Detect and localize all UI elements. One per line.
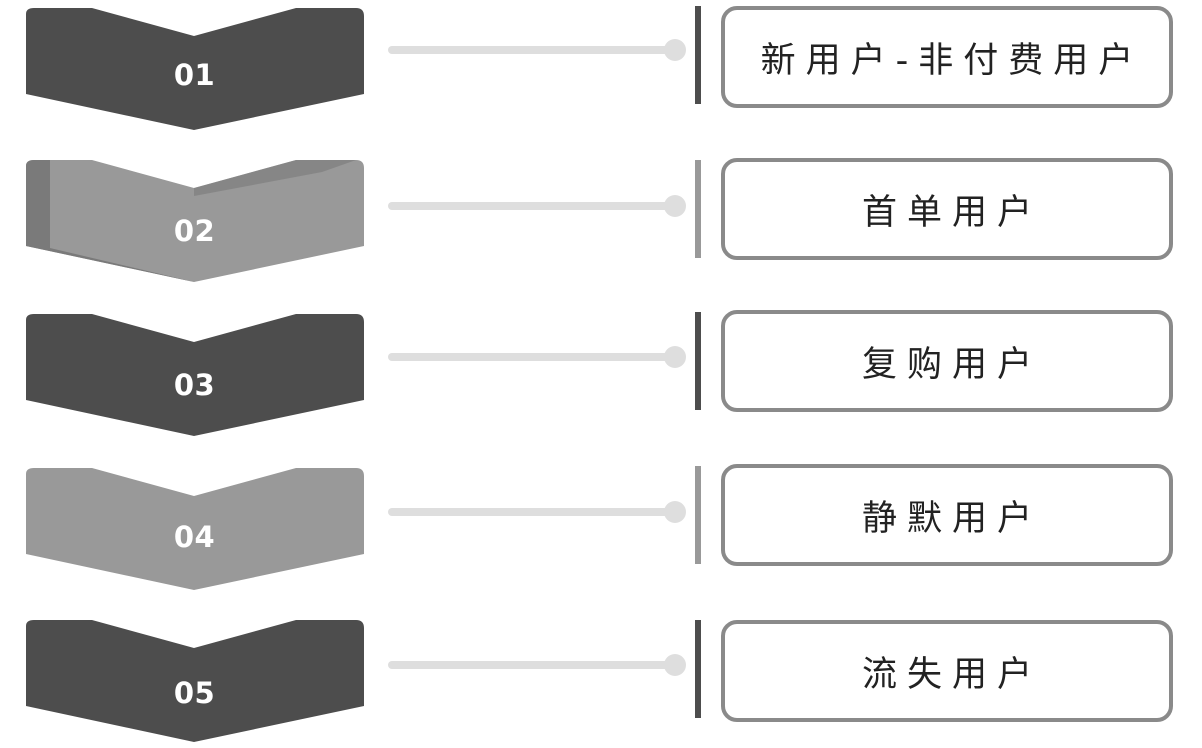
divider-bar-5 bbox=[695, 620, 701, 718]
step-number-1: 01 bbox=[173, 58, 216, 92]
step-label-box-2: 首单用户 bbox=[721, 158, 1173, 260]
step-row-5: 05 流失用户 bbox=[0, 618, 1202, 748]
step-number-2: 02 bbox=[173, 214, 216, 248]
divider-bar-1 bbox=[695, 6, 701, 104]
step-label-5: 流失用户 bbox=[861, 654, 1042, 695]
step-label-4: 静默用户 bbox=[861, 498, 1042, 539]
step-row-1: 01 新用户-非付费用户 bbox=[0, 6, 1202, 136]
chevron-1 bbox=[26, 8, 364, 130]
connector-2 bbox=[388, 195, 686, 217]
chevron-4 bbox=[26, 468, 364, 590]
connector-1 bbox=[388, 39, 686, 61]
step-label-box-3: 复购用户 bbox=[721, 310, 1173, 412]
step-label-box-5: 流失用户 bbox=[721, 620, 1173, 722]
step-number-4: 04 bbox=[173, 520, 216, 554]
divider-bar-2 bbox=[695, 160, 701, 258]
step-label-2: 首单用户 bbox=[861, 192, 1042, 233]
chevron-5 bbox=[26, 620, 364, 742]
step-number-5: 05 bbox=[173, 676, 216, 710]
connector-4 bbox=[388, 501, 686, 523]
step-row-2: 02 首单用户 bbox=[0, 158, 1202, 288]
step-label-1: 新用户-非付费用户 bbox=[760, 40, 1144, 81]
step-label-3: 复购用户 bbox=[861, 344, 1042, 385]
connector-3 bbox=[388, 346, 686, 368]
connector-5 bbox=[388, 654, 686, 676]
chevron-3 bbox=[26, 314, 364, 436]
step-label-box-1: 新用户-非付费用户 bbox=[721, 6, 1173, 108]
step-row-4: 04 静默用户 bbox=[0, 464, 1202, 596]
step-label-box-4: 静默用户 bbox=[721, 464, 1173, 566]
step-row-3: 03 复购用户 bbox=[0, 310, 1202, 442]
divider-bar-4 bbox=[695, 466, 701, 564]
chevron-2 bbox=[26, 160, 364, 282]
step-number-3: 03 bbox=[173, 368, 216, 402]
divider-bar-3 bbox=[695, 312, 701, 410]
